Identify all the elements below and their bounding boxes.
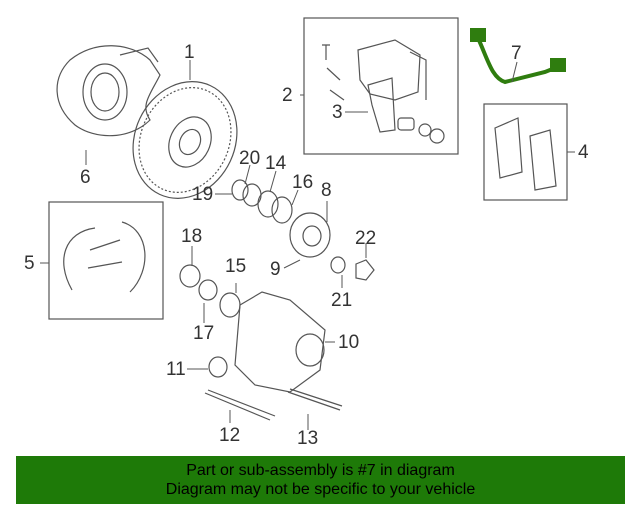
callout-22[interactable]: 22 <box>355 228 376 249</box>
callout-9[interactable]: 9 <box>270 259 281 280</box>
callout-11[interactable]: 11 <box>166 359 186 380</box>
callout-7[interactable]: 7 <box>511 43 522 64</box>
callout-17[interactable]: 17 <box>193 323 214 344</box>
brake-hose-drawing <box>470 28 566 85</box>
callout-2[interactable]: 2 <box>282 85 293 106</box>
banner-line-disclaimer: Diagram may not be specific to your vehi… <box>165 481 476 498</box>
callout-16[interactable]: 16 <box>292 172 313 193</box>
callout-21[interactable]: 21 <box>331 290 352 311</box>
callout-19[interactable]: 19 <box>192 184 213 205</box>
part-info-banner: Part or sub-assembly is #7 in diagram Di… <box>16 456 625 504</box>
callout-14[interactable]: 14 <box>265 153 287 174</box>
backing-plate-drawing <box>56 45 161 137</box>
callout-15[interactable]: 15 <box>225 256 246 277</box>
callout-10[interactable]: 10 <box>338 332 359 353</box>
callout-20[interactable]: 20 <box>239 148 260 169</box>
shoe-group-box <box>48 201 164 320</box>
callout-1[interactable]: 1 <box>184 42 195 63</box>
callout-3[interactable]: 3 <box>332 102 343 123</box>
leader-lines <box>40 60 575 430</box>
banner-line-part: Part or sub-assembly is #7 in diagram <box>186 462 455 479</box>
callout-13[interactable]: 13 <box>297 428 318 449</box>
callout-4[interactable]: 4 <box>578 142 589 163</box>
callout-5[interactable]: 5 <box>24 253 35 274</box>
callout-18[interactable]: 18 <box>181 226 202 247</box>
caliper-group-box <box>303 17 459 155</box>
bolts-drawing <box>204 388 343 421</box>
knuckle-drawing <box>208 291 326 393</box>
callout-6[interactable]: 6 <box>80 167 91 188</box>
callout-12[interactable]: 12 <box>219 425 240 446</box>
hub-bearing-drawing <box>179 179 375 318</box>
parking-shoes-drawing <box>63 221 146 293</box>
parts-diagram: 1 2 3 4 5 6 7 8 9 10 11 12 13 14 15 16 1… <box>24 17 589 449</box>
brake-pads-drawing <box>494 117 557 191</box>
caliper-drawing <box>322 39 445 144</box>
pads-group-box <box>483 103 568 201</box>
callout-8[interactable]: 8 <box>321 180 332 201</box>
rotor-drawing <box>132 81 238 199</box>
